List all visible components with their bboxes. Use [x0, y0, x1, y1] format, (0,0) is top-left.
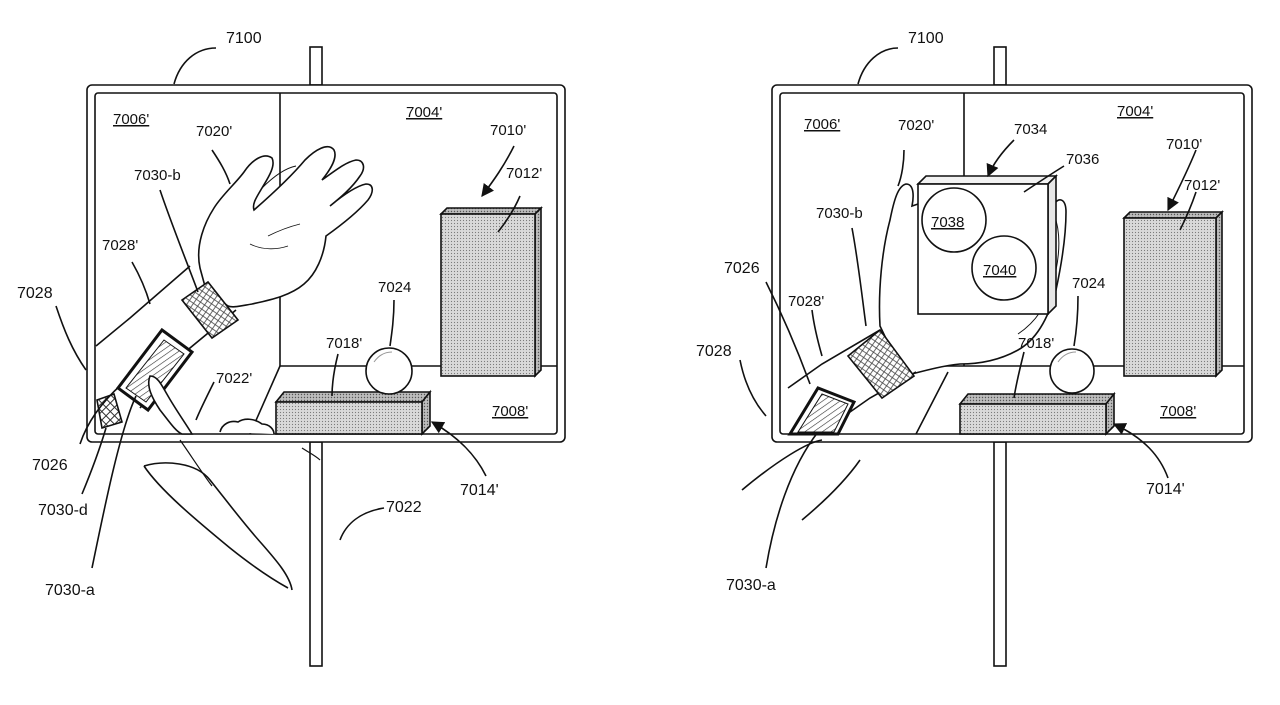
label-7030b-right: 7030-b	[816, 205, 863, 222]
label-7004-right: 7004'	[1117, 103, 1153, 120]
real-arm-line-2-right	[801, 459, 861, 521]
leader-7020-right	[897, 149, 905, 187]
room-floor-edge-right	[915, 371, 949, 435]
label-7028-left: 7028	[17, 285, 53, 302]
leader-7028v-right	[811, 309, 823, 357]
label-7028v-right: 7028'	[788, 293, 824, 310]
leader-7012-right	[1179, 191, 1197, 231]
leader-7012-left	[497, 195, 521, 233]
virtual-finger	[147, 375, 194, 435]
label-7026-left: 7026	[32, 457, 68, 474]
leader-7030d-left	[81, 427, 107, 495]
label-7004-left: 7004'	[406, 104, 442, 121]
arrow-7014-left	[430, 421, 487, 477]
label-7100-left: 7100	[226, 30, 262, 47]
label-7008-right: 7008'	[1160, 403, 1196, 420]
arrow-7010-right	[1167, 149, 1197, 212]
pole-top-right	[993, 46, 1007, 86]
pole-top	[309, 46, 323, 86]
tall-box	[439, 206, 543, 378]
figure-right	[739, 46, 1253, 667]
label-7010-right: 7010'	[1166, 136, 1202, 153]
label-7018-right: 7018'	[1018, 335, 1054, 352]
label-7010-left: 7010'	[490, 122, 526, 139]
label-7006-left: 7006'	[113, 111, 149, 128]
leader-7028v-left	[131, 261, 151, 305]
menu-button-7040[interactable]	[971, 235, 1037, 301]
menu-button-7038[interactable]	[921, 187, 987, 253]
leader-7030a-left	[91, 395, 137, 569]
leader-7028-right	[739, 359, 767, 417]
band-b	[180, 280, 240, 340]
real-arm-line-right	[741, 439, 823, 491]
leader-7026-left	[79, 383, 123, 445]
low-box	[274, 389, 432, 436]
label-7008-left: 7008'	[492, 403, 528, 420]
arrow-7014-right	[1112, 423, 1169, 479]
label-7020-left: 7020'	[196, 123, 232, 140]
label-7020-right: 7020'	[898, 117, 934, 134]
label-7022v-left: 7022'	[216, 370, 252, 387]
leader-7028-left	[55, 305, 87, 371]
label-7018-left: 7018'	[326, 335, 362, 352]
label-7028v-left: 7028'	[102, 237, 138, 254]
arm-outer-line	[95, 265, 191, 347]
label-7100-right: 7100	[908, 30, 944, 47]
label-7030a-left: 7030-a	[45, 582, 95, 599]
label-7022-left: 7022	[386, 499, 422, 516]
leader-7030b-left	[159, 189, 199, 293]
arrow-7034-right	[986, 139, 1015, 178]
label-7024-left: 7024	[378, 279, 411, 296]
label-7014-left: 7014'	[460, 482, 499, 499]
leader-7100-right	[857, 47, 899, 85]
leader-7018-right	[1013, 351, 1025, 399]
tall-box-right	[1122, 210, 1224, 378]
label-7030d-left: 7030-d	[38, 502, 88, 519]
leader-7024-right	[1073, 295, 1079, 347]
label-7012-left: 7012'	[506, 165, 542, 182]
labels-right: 7100 7006' 7004' 7020' 7034 7036 7010' 7…	[696, 30, 1220, 594]
pole-bottom-right	[993, 441, 1007, 667]
label-7030b-left: 7030-b	[134, 167, 181, 184]
leader-7030a-right	[765, 431, 819, 569]
leader-7026-right	[765, 281, 811, 385]
leader-7022v-left	[195, 381, 215, 421]
leader-7100-left	[173, 47, 217, 85]
figure-left	[55, 46, 566, 667]
band-b-right	[846, 328, 916, 400]
label-7026-right: 7026	[724, 260, 760, 277]
labels-left: 7100 7006' 7004' 7020' 7030-b 7028' 7028…	[17, 30, 542, 599]
leader-7024-left	[389, 299, 395, 347]
sphere-right	[1049, 348, 1095, 394]
pole-bottom	[309, 441, 323, 667]
virtual-hand	[197, 145, 374, 308]
label-7006-right: 7006'	[804, 116, 840, 133]
label-7034-right: 7034	[1014, 121, 1047, 138]
label-7038-right: 7038	[931, 214, 964, 231]
leader-7020-left	[211, 149, 231, 185]
leader-7036-right	[1023, 165, 1065, 193]
label-7036-right: 7036	[1066, 151, 1099, 168]
sphere	[365, 347, 413, 395]
label-7040-right: 7040	[983, 262, 1016, 279]
leader-7030b-right	[851, 227, 867, 327]
label-7014-right: 7014'	[1146, 481, 1185, 498]
label-7028-right: 7028	[696, 343, 732, 360]
leader-7018-left	[331, 353, 339, 397]
label-7012-right: 7012'	[1184, 177, 1220, 194]
real-arm	[143, 462, 293, 591]
label-7024-right: 7024	[1072, 275, 1105, 292]
low-box-right	[958, 391, 1116, 436]
label-7030a-right: 7030-a	[726, 577, 776, 594]
arm-outer-line-right	[787, 329, 881, 389]
leader-7022-left	[339, 507, 385, 541]
arrow-7010-left	[481, 145, 515, 198]
